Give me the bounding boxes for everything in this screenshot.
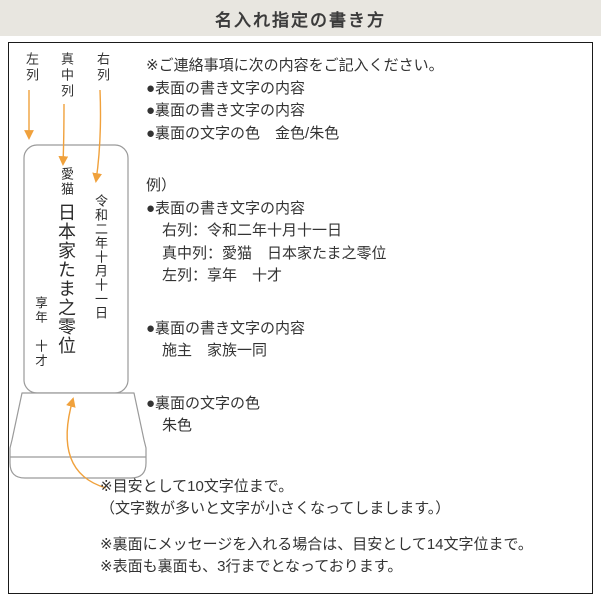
item-front-content: ●表面の書き文字の内容 <box>146 79 306 97</box>
example-front-line-right: 右列：令和二年十月十一日 <box>162 222 343 239</box>
note-line-limit: ※表面も裏面も、3行までとなっております。 <box>100 558 403 575</box>
example-color-heading: ●裏面の文字の色 <box>146 394 261 412</box>
tablet-base <box>9 392 147 479</box>
arrow-character-limit-note <box>66 397 107 489</box>
intro-note: ※ご連絡事項に次の内容をご記入ください。 <box>146 57 444 74</box>
page-header: 名入れ指定の書き方 <box>0 0 601 36</box>
content-frame <box>8 42 593 594</box>
example-color-line: 朱色 <box>162 417 193 434</box>
note-front-limit-sub: （文字数が多いと文字が小さくなってしまします。） <box>100 500 451 517</box>
arrow-middle-column <box>58 103 69 166</box>
example-front-line-middle: 真中列：愛猫 日本家たま之零位 <box>162 244 387 262</box>
example-heading: 例） <box>146 177 177 194</box>
tablet-illustration <box>9 89 147 489</box>
tablet-middle-column-text: 愛猫日本家たま之零位 <box>52 167 78 355</box>
label-left-column: 左列 <box>24 52 39 84</box>
notes-panel: ※目安として10文字位まで。 （文字数が多いと文字が小さくなってしまします。） … <box>100 476 594 578</box>
note-back-limit: ※裏面にメッセージを入れる場合は、目安として14文字位まで。 <box>100 536 533 553</box>
label-right-column: 右列 <box>95 52 110 84</box>
page-title: 名入れ指定の書き方 <box>215 10 386 30</box>
note-front-limit: ※目安として10文字位まで。 <box>100 478 294 495</box>
tablet-left-column-text: 享年 十才 <box>33 296 48 369</box>
item-back-color: ●裏面の文字の色 金色/朱色 <box>146 124 340 142</box>
item-back-content: ●裏面の書き文字の内容 <box>146 102 306 119</box>
instructions-panel: ※ご連絡事項に次の内容をご記入ください。 ●表面の書き文字の内容 ●裏面の書き文… <box>146 55 594 438</box>
example-front-line-left: 左列：享年 十才 <box>162 267 283 284</box>
arrow-right-column <box>92 89 102 183</box>
tablet-right-column-text: 令和二年十月十一日 <box>92 194 107 320</box>
tablet-middle-column-name: 日本家たま之零位 <box>55 203 76 355</box>
tablet-middle-column-prefix: 愛猫 <box>58 167 73 197</box>
label-middle-column: 真中列 <box>59 52 74 100</box>
example-front-heading: ●表面の書き文字の内容 <box>146 199 306 217</box>
example-back-line: 施主 家族一同 <box>162 342 268 359</box>
example-back-heading: ●裏面の書き文字の内容 <box>146 319 306 337</box>
